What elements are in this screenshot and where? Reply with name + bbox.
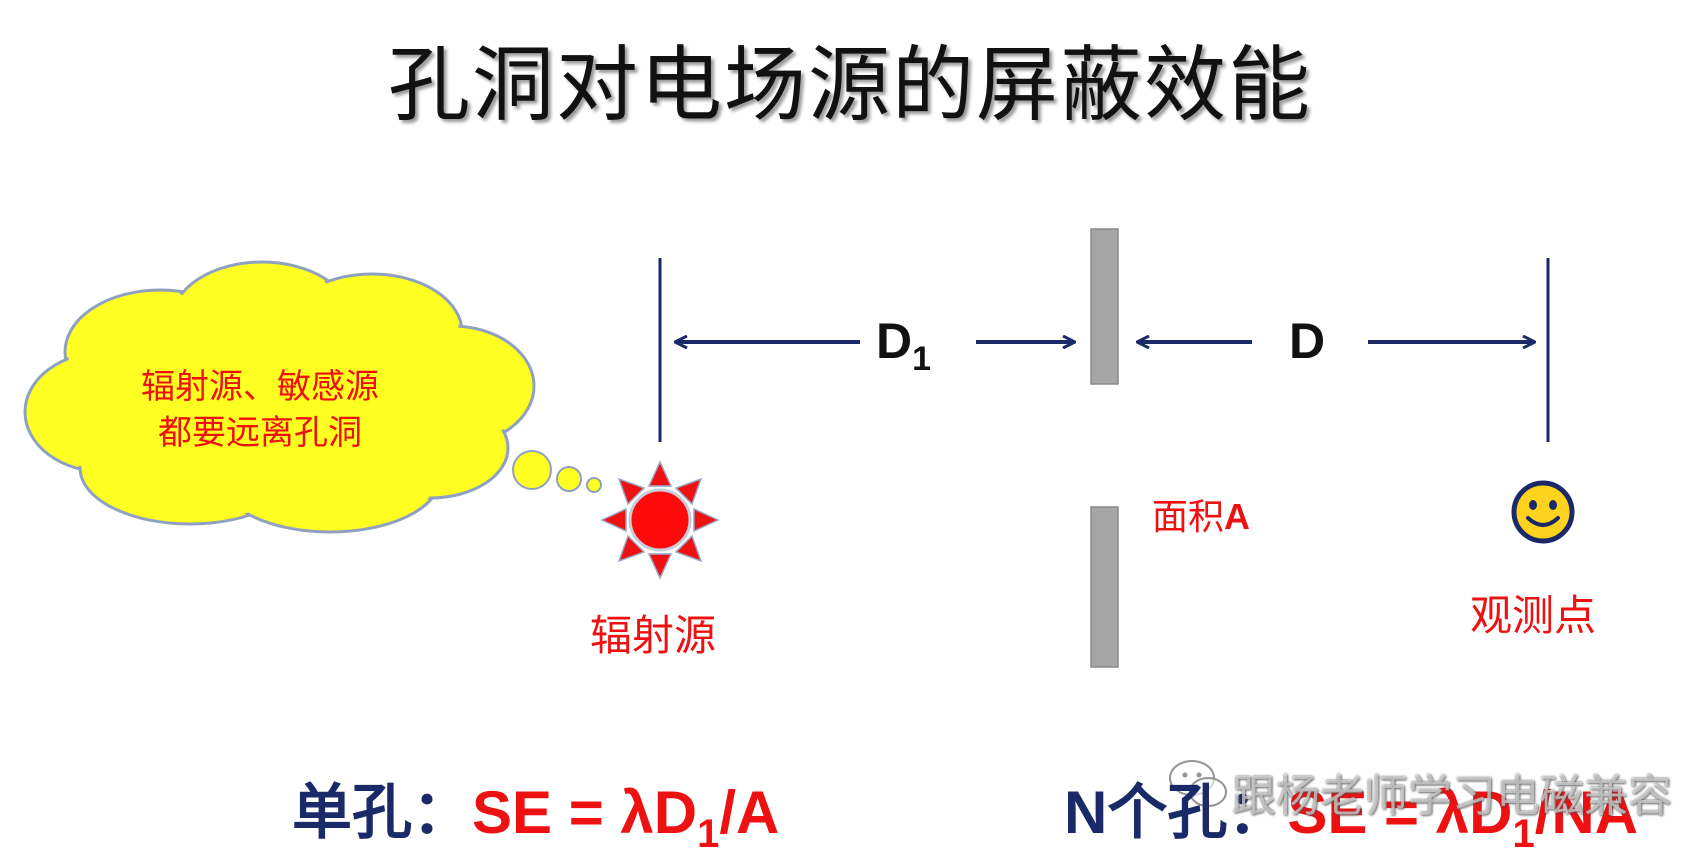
d1-label-main: D <box>876 313 913 369</box>
smiley-face-icon <box>1511 480 1575 544</box>
d1-label-sub: 1 <box>912 340 932 378</box>
multi-formula-prefix: 个孔： <box>1107 778 1288 848</box>
cloud-caption-line-2: 都要远离孔洞 <box>158 413 362 453</box>
sun-burst-icon <box>600 460 720 580</box>
single-formula-sub: 1 <box>697 812 720 856</box>
observer-label: 观测点 <box>1470 591 1597 640</box>
shield-plate-top <box>1090 228 1119 385</box>
single-formula-post: /A <box>719 779 780 846</box>
single-formula-prefix: 单孔： <box>292 778 472 848</box>
aperture-label-var: A <box>1224 496 1251 537</box>
cloud-caption-line-1: 辐射源、敏感源 <box>141 367 379 407</box>
wechat-logo-icon <box>1169 760 1227 807</box>
single-aperture-formula: 单孔：SE = λD1/A <box>292 764 779 857</box>
multi-formula-post: /NA <box>1534 779 1639 846</box>
multi-formula-sub: 1 <box>1512 812 1535 856</box>
multi-formula-pre: SE = λD <box>1287 779 1513 846</box>
cloud-caption: 辐射源、敏感源 都要远离孔洞 <box>100 364 420 456</box>
thought-bubbles <box>512 450 602 493</box>
single-formula-pre: SE = λD <box>472 779 698 846</box>
watermark-text: 跟杨老师学习电磁兼容 <box>1232 771 1672 822</box>
multi-formula-n: N <box>1064 779 1108 846</box>
multi-aperture-formula: N个孔：SE = λD1/NA <box>1064 764 1638 857</box>
shield-plate-bottom <box>1090 506 1119 668</box>
multi-formula-expression: SE = λD1/NA <box>1287 779 1639 856</box>
single-formula-expression: SE = λD1/A <box>472 779 780 856</box>
aperture-label: 面积A <box>1152 488 1250 540</box>
aperture-label-prefix: 面积 <box>1152 497 1225 538</box>
d-label: D <box>1289 313 1326 369</box>
page-title: 孔洞对电场源的屏蔽效能 <box>387 38 1312 133</box>
d1-label: D1 <box>876 312 931 379</box>
thought-cloud <box>23 260 602 534</box>
source-label: 辐射源 <box>590 611 717 660</box>
